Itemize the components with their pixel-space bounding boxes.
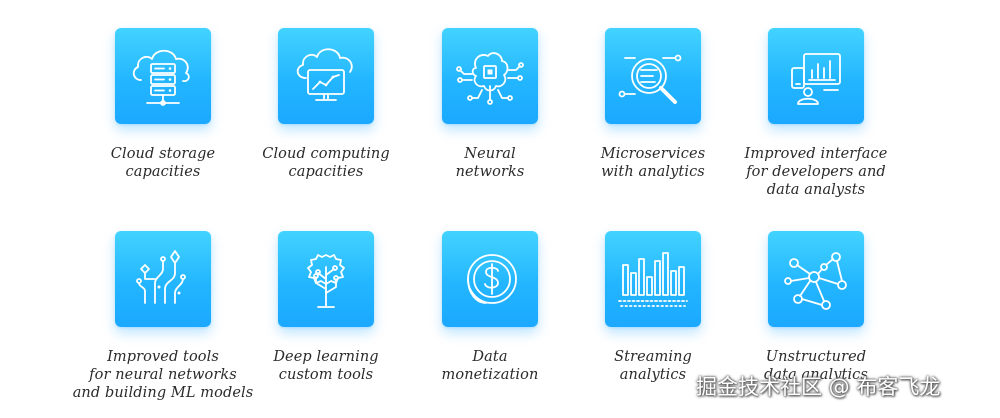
caption-line: Neural (464, 146, 516, 162)
caption-line: Improved tools (107, 349, 219, 365)
caption-line: for developers and (746, 164, 886, 180)
tile-improved-interface (768, 28, 864, 124)
tile-cloud-computing (278, 28, 374, 124)
ml-tools-icon (136, 250, 186, 304)
caption-deep-learning: Deep learning custom tools (231, 348, 421, 384)
deep-learning-tree-icon (307, 254, 345, 308)
caption-line: data analytics (764, 367, 868, 383)
magnifier-analytics-icon (618, 54, 682, 104)
caption-improved-tools: Improved tools for neural networks and b… (68, 348, 258, 402)
caption-improved-interface: Improved interface for developers and da… (721, 145, 911, 199)
caption-line: analytics (619, 367, 687, 383)
tile-deep-learning (278, 231, 374, 327)
caption-line: Cloud storage (110, 146, 216, 162)
tile-unstructured-data (768, 231, 864, 327)
caption-line: monetization (441, 367, 539, 383)
node-graph-icon (784, 252, 847, 310)
caption-line: capacities (125, 164, 201, 180)
tile-cloud-storage (115, 28, 211, 124)
caption-line: Data (472, 349, 508, 365)
caption-cloud-computing: Cloud computing capacities (231, 145, 421, 181)
caption-line: Streaming (614, 349, 692, 365)
caption-line: Deep learning (273, 349, 379, 365)
caption-line: and building ML models (72, 385, 254, 401)
caption-unstructured-data: Unstructured data analytics (721, 348, 911, 384)
tile-streaming-analytics (605, 231, 701, 327)
tile-data-monetization (442, 231, 538, 327)
caption-line: capacities (288, 164, 364, 180)
caption-data-monetization: Data monetization (395, 348, 585, 384)
caption-line: custom tools (278, 367, 374, 383)
cloud-computing-icon (296, 48, 353, 101)
caption-streaming-analytics: Streaming analytics (558, 348, 748, 384)
tile-improved-tools (115, 231, 211, 327)
caption-cloud-storage: Cloud storage capacities (68, 145, 258, 181)
caption-line: networks (455, 164, 525, 180)
dollar-coin-icon (467, 254, 517, 304)
caption-line: Improved interface (744, 146, 888, 162)
caption-line: with analytics (601, 164, 705, 180)
cloud-storage-icon (132, 49, 190, 106)
caption-line: Unstructured (765, 349, 867, 365)
caption-line: Cloud computing (262, 146, 390, 162)
caption-microservices: Microservices with analytics (558, 145, 748, 181)
developer-dashboard-icon (791, 53, 841, 105)
caption-neural-networks: Neural networks (395, 145, 585, 181)
streaming-bars-icon (618, 252, 688, 307)
tile-microservices (605, 28, 701, 124)
neural-chip-icon (456, 52, 524, 105)
caption-line: for neural networks (89, 367, 237, 383)
caption-line: data analysts (766, 182, 866, 198)
watermark: 掘金技术社区 @ 布客飞龙 (696, 375, 941, 399)
caption-line: Microservices (600, 146, 706, 162)
tile-neural-networks (442, 28, 538, 124)
